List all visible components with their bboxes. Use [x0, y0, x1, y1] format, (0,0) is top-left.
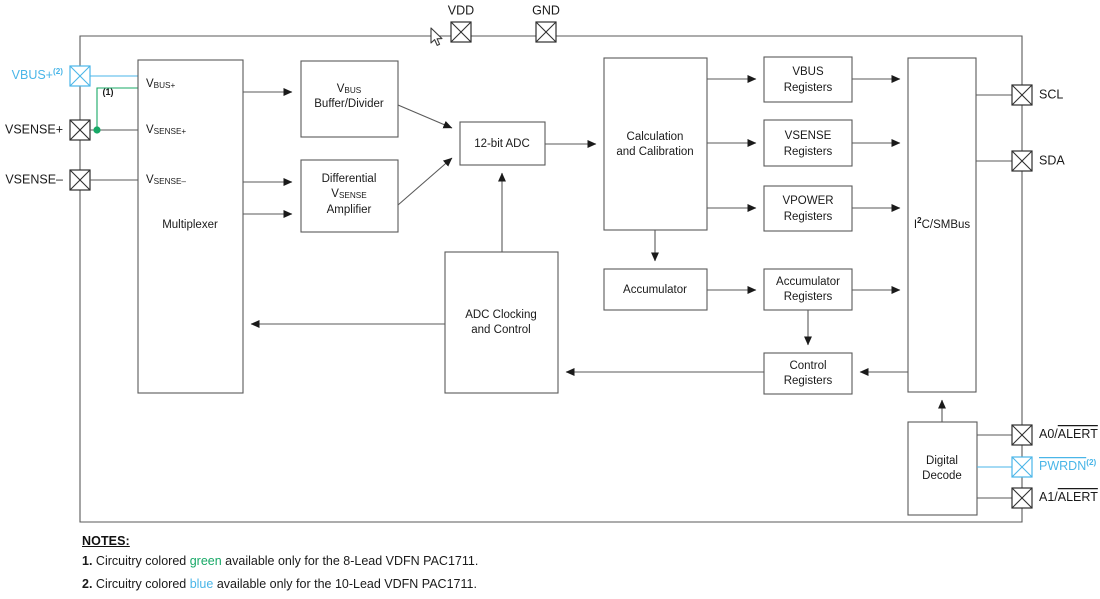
pin-label-sda: SDA — [1039, 153, 1065, 167]
wire-green-note1 — [96, 87, 138, 130]
control-reg-line1: Control — [789, 360, 826, 372]
pin-vsense-minus[interactable] — [69, 169, 91, 191]
pin-scl[interactable] — [1011, 84, 1033, 106]
wire-vbusbuf-to-adc — [397, 104, 453, 129]
pin-label-vdd: VDD — [448, 3, 474, 17]
pin-a0-alert[interactable] — [1011, 424, 1033, 446]
pin-a1-alert[interactable] — [1011, 487, 1033, 509]
vbus-reg-line1: VBUS — [792, 66, 824, 78]
adc-label: 12-bit ADC — [474, 138, 530, 150]
adc-clock-line2: and Control — [471, 324, 530, 336]
note-2-number: 2. — [82, 576, 93, 591]
pin-label-scl: SCL — [1039, 87, 1063, 101]
digital-decode-line1: Digital — [926, 455, 958, 467]
pin-label-vsense-plus: VSENSE+ — [5, 122, 63, 136]
note-1-pre: Circuitry colored — [95, 554, 190, 568]
note-2-color-word: blue — [189, 576, 214, 591]
pin-label-gnd: GND — [532, 3, 560, 17]
digital-decode-line2: Decode — [922, 470, 962, 482]
pin-sda[interactable] — [1011, 150, 1033, 172]
diff-amp-line1: Differential — [322, 173, 377, 185]
note-2-pre: Circuitry colored — [95, 576, 190, 591]
mux-label: Multiplexer — [162, 219, 218, 231]
note-item-2: 2. Circuitry colored blue available only… — [82, 577, 982, 593]
block-accumulator[interactable] — [603, 268, 708, 311]
vbus-reg-line2: Registers — [784, 82, 833, 94]
calc-line2: and Calibration — [616, 146, 693, 158]
note-1-color-word: green — [189, 554, 222, 568]
diff-amp-line3: Amplifier — [327, 204, 372, 216]
vsense-reg-line2: Registers — [784, 146, 833, 158]
block-control-registers[interactable] — [763, 352, 853, 395]
overline-alert-a0: ALERT — [1058, 427, 1098, 441]
block-adc-clocking-and-control[interactable] — [444, 251, 559, 394]
block-vpower-registers[interactable] — [763, 185, 853, 232]
block-vbus-buffer-divider[interactable] — [300, 60, 399, 138]
block-accumulator-registers[interactable] — [763, 268, 853, 311]
junction-dot-green — [93, 126, 101, 134]
pin-label-vbus-plus: VBUS+(2) — [12, 67, 64, 82]
adc-clock-line1: ADC Clocking — [465, 309, 537, 321]
accum-reg-line1: Accumulator — [776, 276, 840, 288]
pin-vdd[interactable] — [450, 21, 472, 43]
notes-section: NOTES: 1. Circuitry colored green availa… — [82, 534, 982, 599]
block-vsense-registers[interactable] — [763, 119, 853, 167]
mux-port-vbus-plus: VBUS+ — [146, 78, 176, 90]
diff-amp-line2: VSENSE — [331, 188, 367, 200]
pin-vsense-plus[interactable] — [69, 119, 91, 141]
note-2-post: available only for the 10-Lead VDFN PAC1… — [213, 576, 477, 591]
note-1-post: available only for the 8-Lead VDFN PAC17… — [221, 554, 479, 568]
pin-gnd[interactable] — [535, 21, 557, 43]
note-item-1: 1. Circuitry colored green available onl… — [82, 554, 982, 570]
pin-vbus-plus[interactable] — [69, 65, 91, 87]
notes-title: NOTES: — [82, 534, 130, 548]
vbus-buffer-line1: VBUS — [337, 83, 362, 95]
accumulator-label: Accumulator — [623, 284, 687, 296]
pin-pwrdn[interactable] — [1011, 456, 1033, 478]
block-digital-decode[interactable] — [907, 421, 978, 516]
block-i2c-smbus[interactable] — [907, 57, 977, 393]
mux-port-vsense-minus: VSENSE– — [146, 174, 186, 186]
vpower-reg-line2: Registers — [784, 211, 833, 223]
overline-pwrdn: PWRDN — [1039, 459, 1086, 473]
vsense-reg-line1: VSENSE — [785, 130, 832, 142]
vbus-buffer-line2: Buffer/Divider — [314, 98, 384, 110]
pin-label-a1-alert: A1/ALERT — [1039, 490, 1098, 504]
mouse-cursor — [430, 27, 443, 46]
vpower-reg-line1: VPOWER — [782, 195, 833, 207]
calc-line1: Calculation — [627, 131, 684, 143]
pin-label-pwrdn: PWRDN(2) — [1039, 458, 1096, 473]
wire-diffamp-to-adc — [397, 157, 453, 206]
chip-boundary — [79, 35, 1023, 523]
note-ref-1-label: (1) — [103, 87, 114, 97]
pin-label-vsense-minus: VSENSE– — [5, 172, 63, 186]
i2c-smbus-label: I2C/SMBus — [914, 216, 971, 231]
accum-reg-line2: Registers — [784, 291, 833, 303]
note-1-number: 1. — [82, 554, 93, 568]
block-multiplexer[interactable] — [137, 59, 244, 394]
mux-port-vsense-plus: VSENSE+ — [146, 124, 186, 136]
overline-alert-a1: ALERT — [1058, 490, 1098, 504]
block-vbus-registers[interactable] — [763, 56, 853, 103]
block-differential-vsense-amplifier[interactable] — [300, 159, 399, 233]
pin-label-a0-alert: A0/ALERT — [1039, 427, 1098, 441]
block-adc[interactable] — [459, 121, 546, 166]
control-reg-line2: Registers — [784, 375, 833, 387]
block-calculation-and-calibration[interactable] — [603, 57, 708, 231]
